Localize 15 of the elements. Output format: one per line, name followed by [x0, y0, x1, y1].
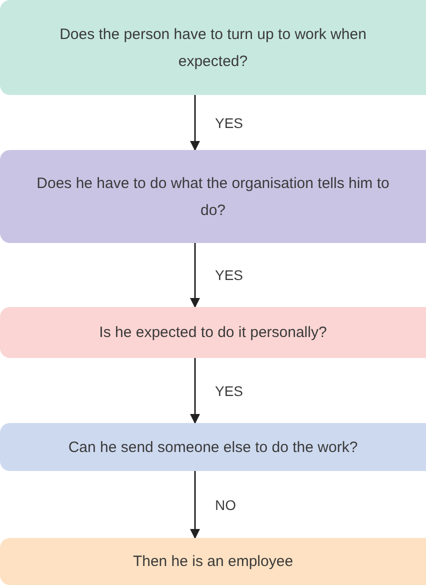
question-box	[0, 0, 426, 95]
question-text: Can he send someone else to do the work?	[68, 438, 358, 458]
question-text: Does he have to do what the organisation tells him to do?	[36, 174, 390, 220]
arrow	[190, 95, 200, 151]
arrow	[190, 358, 200, 424]
question-box	[0, 423, 426, 471]
arrow	[190, 471, 200, 539]
edge-label: YES	[215, 267, 244, 283]
question-text: Does the person have to turn up to work when expected?	[58, 24, 368, 72]
question-text: Then he is an employee	[132, 552, 294, 572]
question-box	[0, 307, 426, 358]
question-box	[0, 150, 426, 243]
arrow	[190, 243, 200, 308]
question-text: Is he expected to do it personally?	[99, 323, 327, 343]
question-box	[0, 538, 426, 585]
